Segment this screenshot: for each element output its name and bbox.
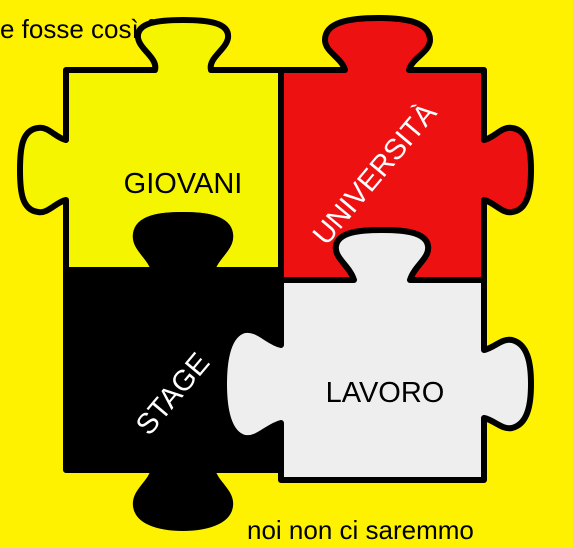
label-giovani: GIOVANI: [124, 168, 243, 200]
label-lavoro: LAVORO: [326, 377, 445, 409]
puzzle-piece-lavoro: [221, 227, 534, 483]
bottom-caption: noi non ci saremmo: [247, 515, 474, 545]
